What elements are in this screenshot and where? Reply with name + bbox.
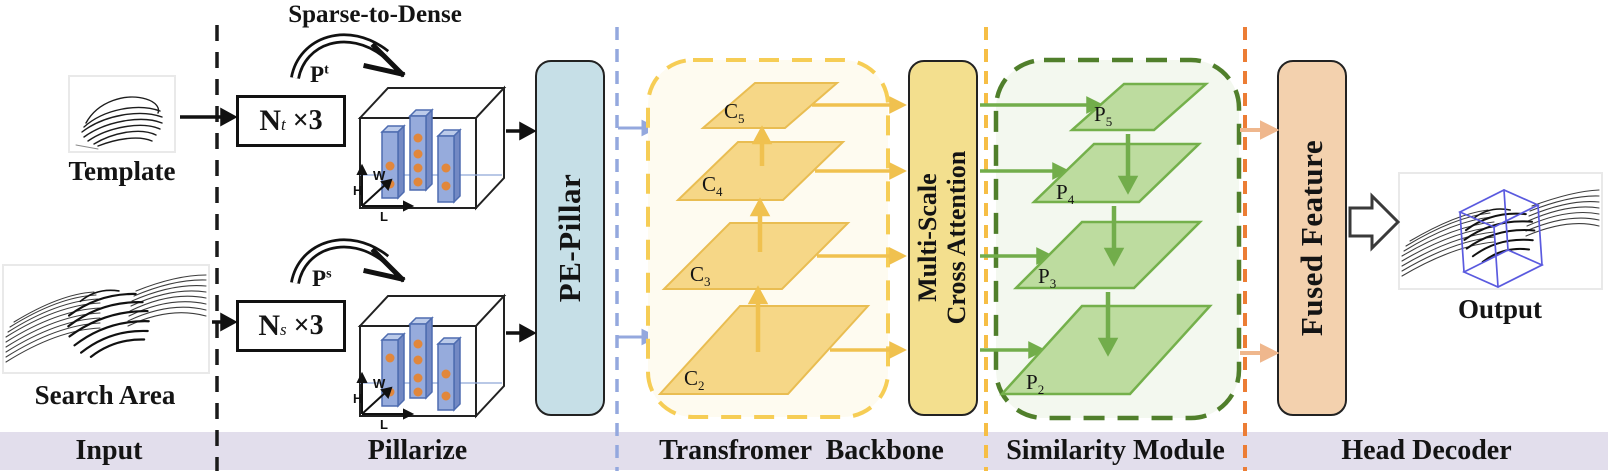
output-pointcloud-image [1398, 172, 1603, 290]
backbone-layer-label-c5: C5 [724, 99, 745, 127]
pillar-grid-template: H W L [353, 85, 507, 224]
fused-feature-label: Fused Feature [1294, 139, 1329, 337]
pillar-set-search-label: Ps [312, 266, 332, 291]
axis-label-l: L [380, 417, 388, 432]
arrow-pillars-search-to-pe [506, 323, 537, 343]
output-label: Output [1457, 294, 1543, 324]
axis-label-h: H [353, 183, 362, 198]
point-dots [385, 133, 451, 191]
backbone-layer-label-c2: C2 [684, 366, 705, 394]
n-symbol: N [258, 309, 281, 342]
arrow-pe-to-backbone-top [618, 119, 659, 137]
n-symbol: N [259, 104, 281, 137]
times-three: ×3 [293, 310, 324, 341]
similarity-layer-label-p5: P5 [1094, 102, 1113, 130]
similarity-down-arrows [1097, 134, 1139, 357]
axis-label-h: H [353, 391, 362, 406]
point-dots [385, 339, 451, 401]
footer-label-head: Head Decoder [1341, 435, 1512, 466]
pillars [380, 316, 462, 412]
msca-label-line1: Multi-Scale [913, 173, 943, 303]
pe-pillar-module: PE-Pillar [535, 60, 605, 416]
footer-label-pillarize: Pillarize [367, 435, 468, 466]
multi-scale-cross-attention-module: Multi-Scale Cross Attention [908, 60, 978, 416]
search-area-pointcloud-image [2, 264, 210, 374]
layer-p5 [1068, 82, 1210, 132]
backbone-layer-label-c4: C4 [702, 172, 723, 200]
axes: H W L [353, 371, 415, 432]
footer-label-backbone: Transfromer Backbone [659, 435, 944, 466]
arrow-fused-to-output [1348, 192, 1401, 252]
similarity-region [993, 57, 1242, 421]
similarity-layer-label-p3: P3 [1038, 264, 1057, 292]
backbone-region [646, 58, 890, 419]
similarity-layer-label-p2: P2 [1026, 370, 1045, 398]
pe-pillar-label: PE-Pillar [552, 173, 588, 303]
backbone-layer-label-c3: C3 [690, 262, 711, 290]
msca-to-similarity-arrows [980, 96, 1104, 359]
backbone-to-msca-arrows [812, 96, 907, 359]
backbone-up-arrows [747, 125, 773, 352]
axis-label-w: W [373, 168, 386, 183]
pillars [380, 108, 462, 204]
axis-label-l: L [380, 209, 388, 224]
axes: H W L [353, 163, 415, 224]
footer-band [0, 432, 1608, 470]
sparse-to-dense-label: Sparse-to-Dense [288, 1, 462, 28]
n-subscript: s [280, 320, 287, 339]
arrow-similarity-to-fused-top [1240, 120, 1280, 140]
arrow-search-to-nbox [212, 312, 238, 332]
n-subscript: t [280, 115, 286, 134]
footer-label-similarity: Similarity Module [1006, 435, 1225, 466]
similarity-layer-label-p4: P4 [1056, 180, 1075, 208]
arrow-template-to-nbox [180, 107, 238, 127]
msca-label-line2: Cross Attention [942, 151, 971, 325]
pillar-set-template-label: Pt [310, 62, 329, 87]
times-three: ×3 [292, 105, 323, 136]
backbone-feature-layers [657, 82, 871, 395]
arrow-similarity-to-fused-bottom [1240, 343, 1280, 363]
footer-label-input: Input [75, 435, 143, 466]
axis-label-w: W [373, 376, 386, 391]
template-pointcloud-image [68, 75, 176, 153]
similarity-feature-layers [999, 82, 1213, 396]
pillar-grid-search: H W L [353, 293, 507, 432]
template-label: Template [68, 156, 176, 186]
arrow-pe-to-backbone-bottom [618, 328, 659, 346]
msca-label: Multi-Scale Cross Attention [913, 151, 971, 325]
arrow-pillars-template-to-pe [506, 121, 537, 141]
search-area-label: Search Area [34, 380, 176, 410]
fused-feature-module: Fused Feature [1277, 60, 1347, 416]
